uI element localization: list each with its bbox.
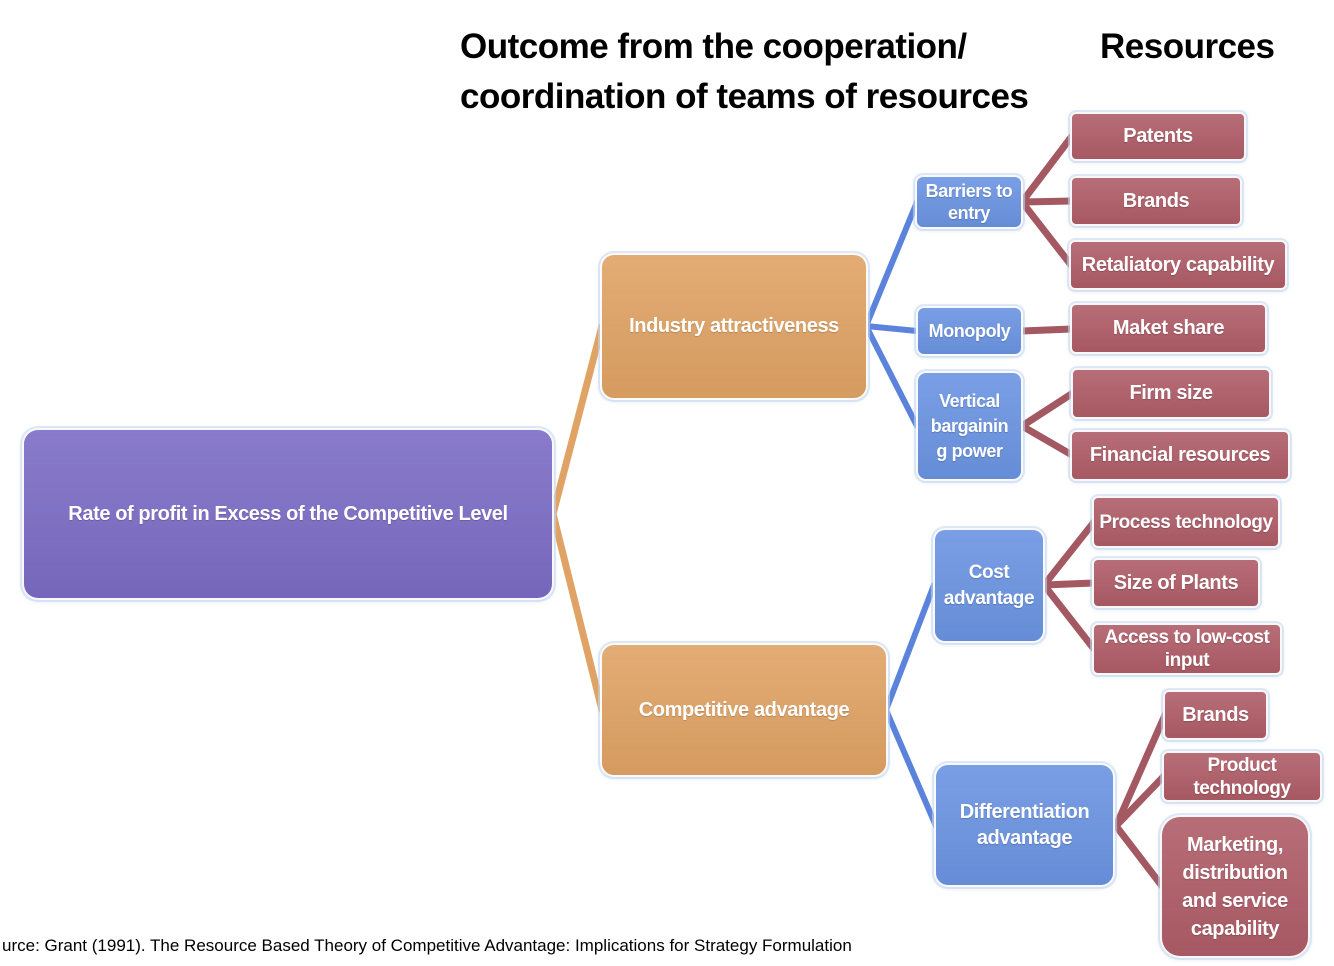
node-patents: Patents bbox=[1070, 112, 1246, 161]
node-retaliatory-capability: Retaliatory capability bbox=[1069, 240, 1287, 290]
node-firm-size: Firm size bbox=[1071, 368, 1271, 419]
node-market-share: Maket share bbox=[1070, 303, 1267, 354]
node-financial-resources: Financial resources bbox=[1070, 430, 1290, 481]
node-process-technology: Process technology bbox=[1092, 496, 1280, 548]
node-product-technology: Product technology bbox=[1162, 751, 1322, 802]
node-monopoly: Monopoly bbox=[916, 306, 1023, 356]
node-differentiation-advantage: Differentiation advantage bbox=[934, 763, 1115, 887]
node-brands-differentiation: Brands bbox=[1163, 690, 1268, 740]
outcome-title-line2: coordination of teams of resources bbox=[460, 77, 1029, 116]
node-access-to-low-cost-input: Access to low-cost input bbox=[1092, 623, 1282, 675]
vertical-bargaining-line3: g power bbox=[936, 440, 1003, 461]
node-vertical-bargaining-power: Vertical bargainin g power bbox=[916, 371, 1023, 481]
node-cost-advantage: Cost advantage bbox=[933, 528, 1045, 643]
node-industry-attractiveness: Industry attractiveness bbox=[600, 253, 868, 400]
node-rate-of-profit: Rate of profit in Excess of the Competit… bbox=[22, 428, 554, 600]
vertical-bargaining-line1: Vertical bbox=[939, 390, 1000, 411]
node-barriers-to-entry: Barriers to entry bbox=[915, 175, 1023, 229]
source-citation: urce: Grant (1991). The Resource Based T… bbox=[2, 936, 852, 955]
outcome-title-line1: Outcome from the cooperation/ bbox=[460, 27, 967, 66]
resources-title: Resources bbox=[1100, 27, 1275, 66]
node-marketing-distribution-service-capability: Marketing, distribution and service capa… bbox=[1160, 815, 1310, 958]
node-size-of-plants: Size of Plants bbox=[1092, 558, 1260, 608]
node-brands-entry: Brands bbox=[1070, 176, 1242, 226]
outcome-title: Outcome from the cooperation/ coordinati… bbox=[460, 22, 1029, 122]
vertical-bargaining-line2: bargainin bbox=[930, 415, 1009, 436]
node-competitive-advantage: Competitive advantage bbox=[600, 643, 888, 777]
